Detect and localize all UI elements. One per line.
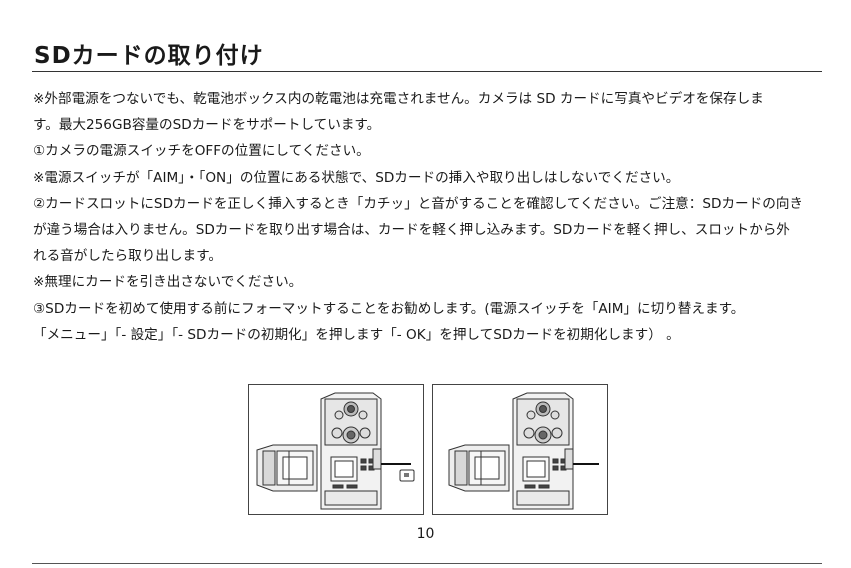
text-line: 「メニュー」「- 設定」「- SDカードの初期化」を押します「- OK」を押して… bbox=[33, 326, 680, 343]
camera-figure-card-outside bbox=[248, 384, 424, 515]
text-line: ②カードスロットにSDカードを正しく挿入するとき「カチッ」と音がすることを確認し… bbox=[33, 195, 804, 212]
text-line: す。最大256GB容量のSDカードをサポートしています。 bbox=[33, 117, 381, 134]
text-line: ③SDカードを初めて使用する前にフォーマットすることをお勧めします。(電源スイッ… bbox=[33, 300, 745, 317]
text-line: が違う場合は入りません。SDカードを取り出す場合は、カードを軽く押し込みます。S… bbox=[33, 222, 790, 239]
page-number: 10 bbox=[416, 526, 435, 542]
text-line: ①カメラの電源スイッチをOFFの位置にしてください。 bbox=[33, 143, 370, 160]
camera-figure-card-inserted bbox=[432, 384, 608, 515]
text-line: ※電源スイッチが「AIM」・「ON」の位置にある状態で、SDカードの挿入や取り出… bbox=[33, 169, 680, 186]
text-line: ※無理にカードを引き出さないでください。 bbox=[33, 274, 303, 291]
title-divider bbox=[32, 71, 822, 72]
page-title: SDカードの取り付け bbox=[34, 43, 264, 69]
camera-illustration bbox=[256, 392, 415, 510]
camera-illustration bbox=[448, 392, 599, 510]
footer-divider bbox=[32, 563, 822, 564]
text-line: ※外部電源をつないでも、乾電池ボックス内の乾電池は充電されません。カメラは SD… bbox=[33, 91, 764, 107]
text-line: れる音がしたら取り出します。 bbox=[33, 248, 222, 265]
instruction-text: ※外部電源をつないでも、乾電池ボックス内の乾電池は充電されません。カメラは SD… bbox=[33, 86, 825, 348]
